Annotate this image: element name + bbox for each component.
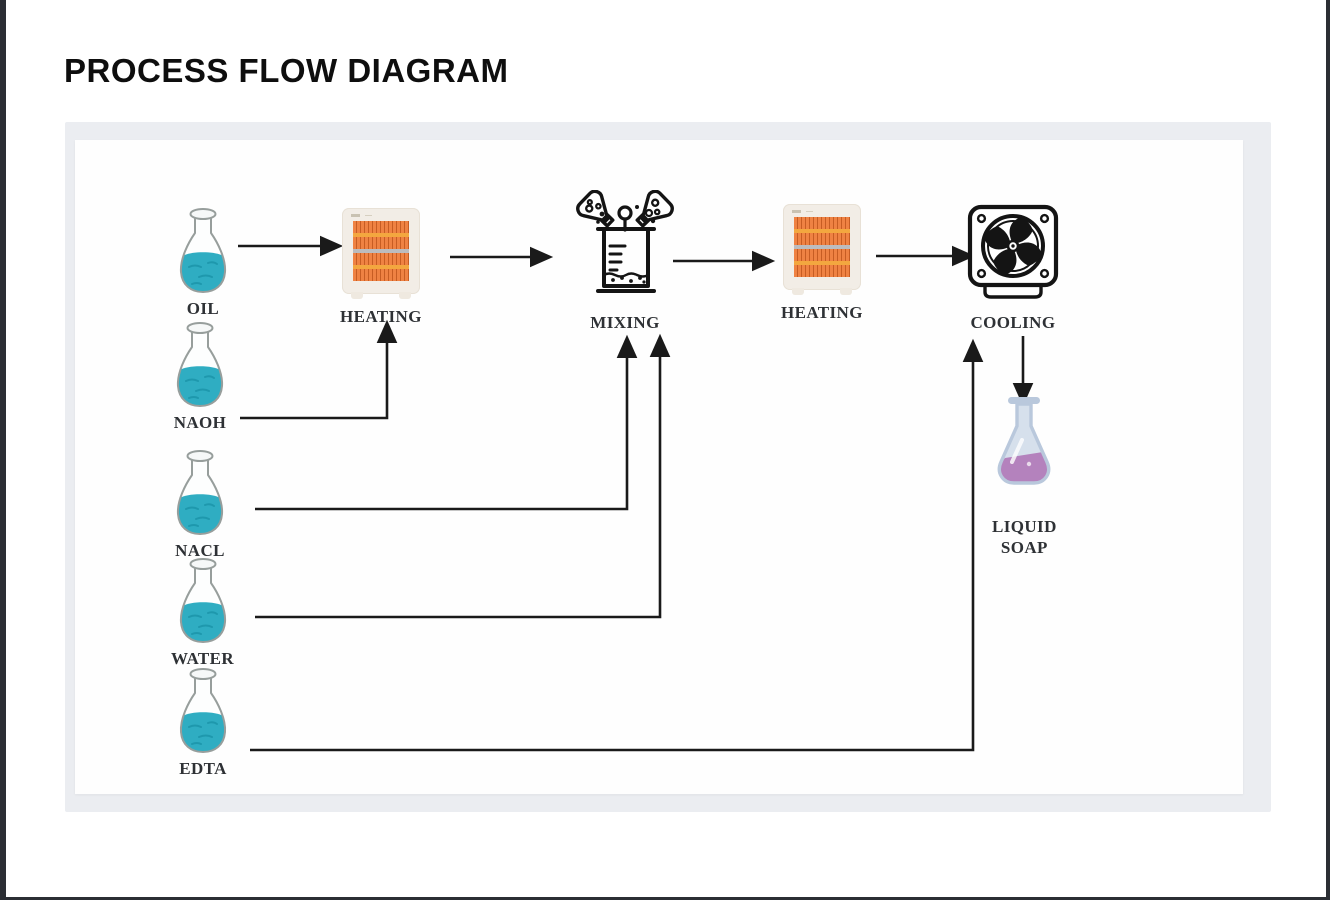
arrow-water-to-mixing bbox=[255, 333, 671, 619]
input-node-water: WATER bbox=[171, 556, 234, 669]
output-node-liquid-soap: LIQUID SOAP bbox=[992, 396, 1057, 558]
soap-flask-icon bbox=[992, 396, 1056, 492]
input-label-naoh: NAOH bbox=[173, 413, 227, 432]
heater-icon bbox=[782, 204, 861, 295]
input-label-water: WATER bbox=[171, 649, 235, 668]
stage-node-heating-1: HEATING bbox=[340, 208, 422, 327]
input-node-nacl: NACL bbox=[171, 448, 229, 561]
input-node-naoh: NAOH bbox=[171, 320, 229, 433]
stage-node-cooling: COOLING bbox=[967, 204, 1059, 333]
stage-label-mixing: MIXING bbox=[590, 313, 660, 332]
mixing-beaker-icon bbox=[573, 189, 677, 300]
flask-icon bbox=[174, 556, 232, 646]
input-label-nacl: NACL bbox=[175, 541, 225, 560]
page-title: PROCESS FLOW DIAGRAM bbox=[64, 52, 509, 89]
arrow-edta-to-cooling bbox=[250, 338, 984, 752]
window-edge-right bbox=[1326, 0, 1330, 900]
flask-icon bbox=[171, 320, 229, 410]
arrow-naoh-to-heating1 bbox=[240, 319, 398, 420]
flask-icon bbox=[171, 448, 229, 538]
stage-label-cooling: COOLING bbox=[970, 313, 1056, 332]
window-edge-left bbox=[0, 0, 6, 900]
flask-icon bbox=[174, 206, 232, 296]
input-label-edta: EDTA bbox=[179, 759, 227, 778]
output-label-line1: LIQUID bbox=[992, 517, 1057, 536]
window-edge-bottom bbox=[0, 897, 1330, 900]
diagram-canvas: OIL NAOH NACL bbox=[75, 140, 1243, 794]
heater-icon bbox=[341, 208, 420, 299]
input-node-oil: OIL bbox=[174, 206, 232, 319]
stage-node-mixing: MIXING bbox=[573, 189, 677, 333]
stage-label-heating-1: HEATING bbox=[340, 307, 422, 326]
input-node-edta: EDTA bbox=[174, 666, 232, 779]
fan-icon bbox=[967, 204, 1059, 300]
output-label-line2: SOAP bbox=[1000, 538, 1048, 557]
stage-label-heating-2: HEATING bbox=[781, 303, 863, 322]
arrow-nacl-to-mixing bbox=[255, 334, 638, 511]
input-label-oil: OIL bbox=[186, 299, 220, 318]
stage-node-heating-2: HEATING bbox=[781, 204, 863, 323]
diagram-panel: OIL NAOH NACL bbox=[65, 122, 1271, 812]
flask-icon bbox=[174, 666, 232, 756]
flow-connector-arrows bbox=[238, 235, 1034, 752]
output-label: LIQUID SOAP bbox=[992, 516, 1057, 558]
